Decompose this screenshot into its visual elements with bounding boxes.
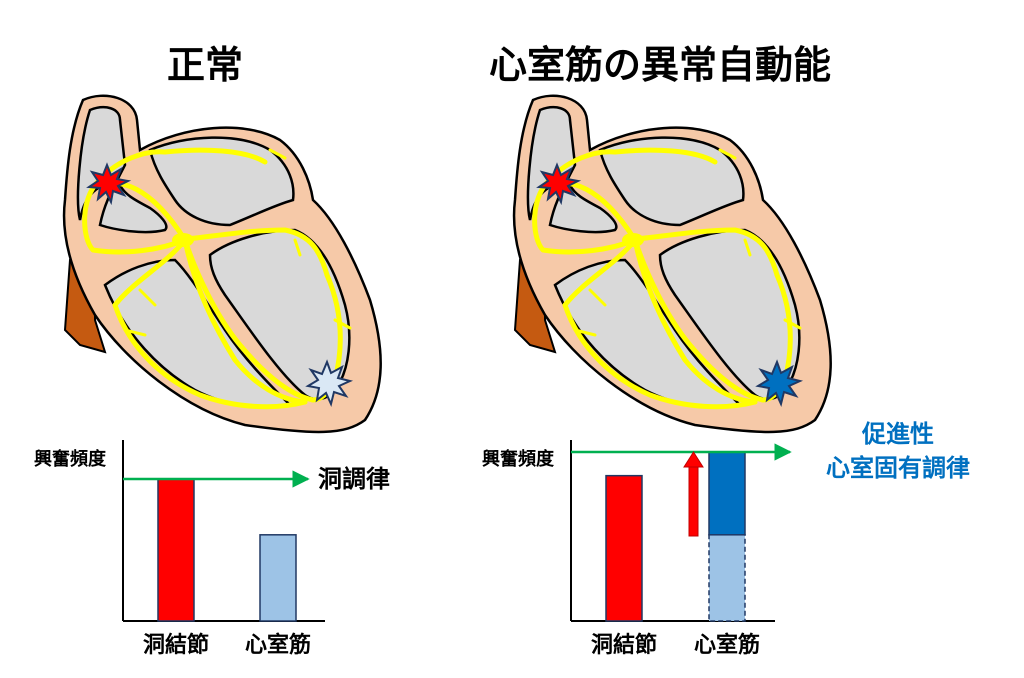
- chart-left-ylabel: 興奮頻度: [34, 448, 107, 470]
- increase-arrow: [683, 451, 704, 537]
- chart-right-xtick-1: 心室筋: [694, 632, 760, 658]
- chart-right-annotation-line2: 心室固有調律: [826, 454, 970, 482]
- panel-left-title: 正常: [167, 43, 243, 87]
- chart-right: 興奮頻度 促進性 心室固有調律 洞結節 心室筋: [482, 420, 970, 658]
- sa-node-star-left: [86, 162, 132, 206]
- chart-left-xtick-0: 洞結節: [143, 632, 209, 658]
- chart-right-bar-1-baseline: [708, 534, 746, 622]
- chart-left-xtick-1: 心室筋: [245, 632, 311, 658]
- sa-node-star-right: [536, 162, 582, 206]
- chart-left-bar-1: [259, 534, 297, 622]
- chart-right-bar-1-increase: [708, 451, 746, 536]
- chart-right-annotation-line1: 促進性: [861, 420, 934, 448]
- chart-right-ylabel: 興奮頻度: [482, 448, 555, 470]
- chart-right-xtick-0: 洞結節: [591, 632, 657, 658]
- ventricle-star-left: [305, 359, 354, 408]
- heart-left: [64, 96, 381, 432]
- chart-left: 興奮頻度 洞調律 洞結節 心室筋: [34, 440, 390, 658]
- panel-right-title: 心室筋の異常自動能: [489, 43, 831, 87]
- chart-right-bar-0: [605, 474, 643, 622]
- heart-right: [514, 96, 831, 432]
- ventricle-star-right: [755, 359, 804, 408]
- chart-left-bar-0: [157, 478, 195, 622]
- chart-left-annotation: 洞調律: [318, 465, 390, 493]
